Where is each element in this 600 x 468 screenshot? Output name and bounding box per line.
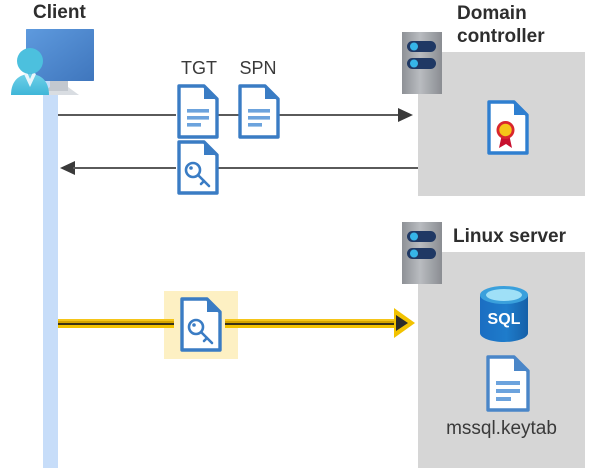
domain-controller-label-line2: controller (457, 26, 545, 47)
sql-database-text: SQL (488, 311, 521, 328)
flow-response-line-right (218, 167, 418, 169)
linux-server-rack-icon (402, 222, 442, 284)
linux-server-label: Linux server (453, 226, 566, 247)
spn-text-document-icon (238, 84, 280, 139)
client-lifeline (43, 70, 58, 468)
flow-ticket-arrowhead (394, 308, 416, 338)
flow-request-line-right (215, 114, 239, 116)
domain-controller-server-rack-icon (402, 32, 442, 94)
domain-controller-label-line1: Domain (457, 3, 527, 24)
user-with-monitor-icon (6, 27, 102, 97)
spn-label: SPN (239, 58, 277, 78)
tgt-label: TGT (181, 58, 217, 78)
client-label: Client (33, 2, 86, 23)
response-key-document-icon (177, 140, 219, 195)
tgt-text-document-icon (177, 84, 219, 139)
flow-request-arrowhead (398, 107, 414, 123)
certificate-document-icon (487, 100, 529, 155)
flow-ticket-line-left (58, 319, 174, 328)
sql-database-icon: SQL (478, 285, 530, 343)
flow-request-line-tail (276, 114, 404, 116)
flow-response-arrowhead (59, 160, 75, 176)
flow-response-line-left (73, 167, 176, 169)
flow-request-line-left (58, 114, 176, 116)
flow-ticket-line-right (225, 319, 401, 328)
keytab-file-label: mssql.keytab (446, 418, 557, 439)
keytab-text-document-icon (486, 355, 530, 412)
service-ticket-key-document-icon (180, 297, 222, 352)
